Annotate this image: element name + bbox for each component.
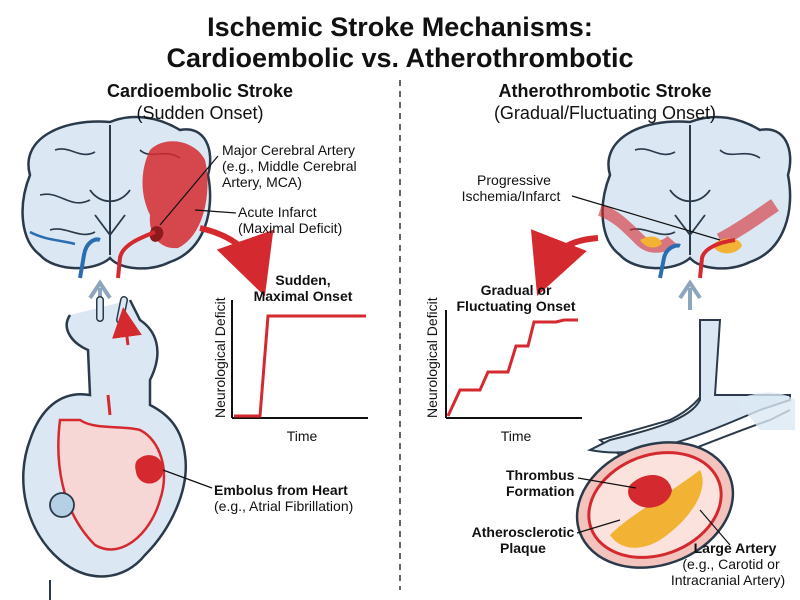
right-y-axis-label: Neurological Deficit [424, 297, 440, 418]
infarct-label-2: (Maximal Deficit) [238, 220, 343, 236]
artery-label-3: Artery, MCA) [222, 174, 302, 190]
title-line-2: Cardioembolic vs. Atherothrombotic [166, 43, 634, 73]
large-artery-sub-1: (e.g., Carotid or [682, 556, 780, 572]
thrombus-label-1: Thrombus [506, 467, 575, 483]
right-graph [445, 310, 582, 419]
right-graph-title-2: Fluctuating Onset [456, 298, 576, 314]
ischemia-label-1: Progressive [477, 172, 551, 188]
infarct-label-1: Acute Infarct [238, 204, 317, 220]
embolus-sublabel: (e.g., Atrial Fibrillation) [214, 498, 354, 514]
left-red-arrow [199, 225, 274, 297]
left-subheading: (Sudden Onset) [136, 103, 264, 123]
left-heading: Cardioembolic Stroke [106, 81, 294, 101]
left-graph [231, 300, 368, 419]
left-heading-block: Cardioembolic Stroke (Sudden Onset) [35, 80, 365, 124]
right-subheading: (Gradual/Fluctuating Onset) [493, 103, 717, 123]
ischemia-label-2: Ischemia/Infarct [461, 188, 561, 204]
right-x-axis-label: Time [500, 428, 532, 444]
left-brain-illustration [21, 115, 212, 279]
artery-illustration [575, 319, 795, 569]
embolus-label: Embolus from Heart [214, 482, 348, 498]
artery-label-1: Major Cerebral Artery [222, 142, 356, 158]
right-brain-illustration [597, 115, 792, 279]
artery-label-2: (e.g., Middle Cerebral [222, 158, 357, 174]
heart-illustration [22, 296, 213, 600]
thrombus-label-2: Formation [506, 483, 575, 499]
right-graph-title-1: Gradual or [480, 282, 552, 298]
plaque-label-2: Plaque [500, 540, 546, 556]
plaque-label-1: Atherosclerotic [471, 524, 575, 540]
left-graph-title-2: Maximal Onset [253, 288, 353, 304]
right-heading: Atherothrombotic Stroke [498, 81, 712, 101]
title-line-1: Ischemic Stroke Mechanisms: [207, 12, 593, 42]
large-artery-sub-2: Intracranial Artery) [670, 572, 786, 588]
right-heading-block: Atherothrombotic Stroke (Gradual/Fluctua… [440, 80, 770, 124]
large-artery-label: Large Artery [693, 540, 777, 556]
right-red-arrow [530, 229, 599, 296]
left-y-axis-label: Neurological Deficit [212, 297, 228, 418]
right-up-arrow [678, 279, 702, 310]
left-x-axis-label: Time [286, 428, 318, 444]
left-graph-title-1: Sudden, [275, 272, 331, 288]
